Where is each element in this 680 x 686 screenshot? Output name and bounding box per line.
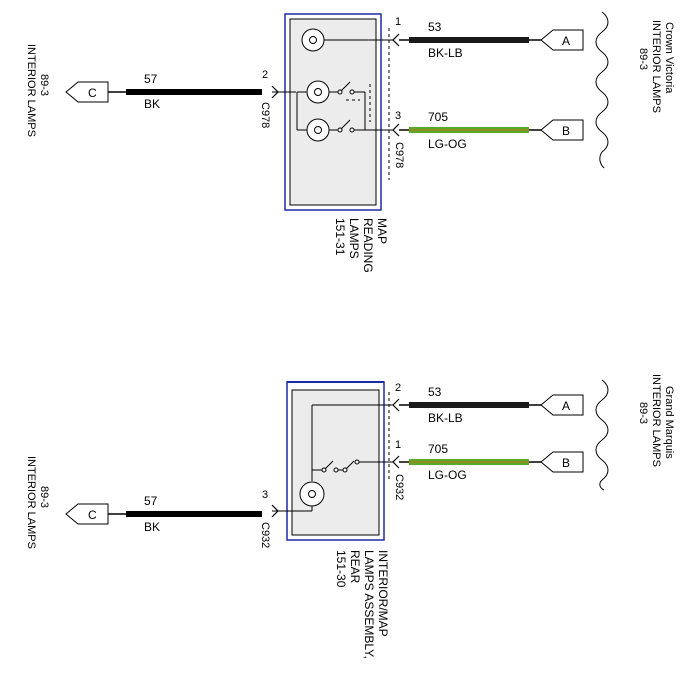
top-end-b: B <box>540 119 584 141</box>
bottom-end-b: B <box>540 451 584 473</box>
top-wire-a-circuit: 53 <box>428 20 442 34</box>
bottom-end-a-label: A <box>562 399 570 413</box>
bottom-wire-a-circuit: 53 <box>428 385 442 399</box>
bottom-end-c: C <box>65 503 109 525</box>
bottom-component-line3: REAR <box>348 550 362 584</box>
top-bulb-3 <box>306 118 330 142</box>
top-component-line2: READING <box>361 218 375 273</box>
bottom-pin-a: 2 <box>395 382 401 394</box>
top-pin-c: 2 <box>262 69 268 81</box>
bottom-right-ref-line3: 89-3 <box>637 402 649 424</box>
top-wire-a <box>409 37 529 43</box>
top-component-line4: 151-31 <box>333 218 347 256</box>
bottom-wire-a-color: BK-LB <box>428 411 463 425</box>
top-component-frame <box>284 13 382 211</box>
top-left-ref-line2: 89-3 <box>38 74 50 96</box>
bottom-wire-a <box>409 402 529 408</box>
top-connector-left: C978 <box>259 102 271 128</box>
bottom-left-ref-line1: INTERIOR LAMPS <box>25 456 37 549</box>
top-component-line3: LAMPS <box>347 218 361 259</box>
bottom-end-a: A <box>540 394 584 416</box>
top-wire-c <box>126 89 262 95</box>
top-end-c: C <box>65 81 109 103</box>
top-connector-right: C978 <box>393 142 405 168</box>
top-end-b-label: B <box>562 124 570 138</box>
top-end-c-label: C <box>88 86 97 100</box>
bottom-wire-c-circuit: 57 <box>144 494 158 508</box>
top-switch-contacts <box>337 89 355 133</box>
top-end-a-label: A <box>562 34 570 48</box>
top-pin-arrows <box>271 33 400 137</box>
bottom-end-c-label: C <box>88 508 97 522</box>
bottom-right-ref-line2: INTERIOR LAMPS <box>650 374 662 467</box>
bottom-connector-left: C932 <box>259 522 271 548</box>
bottom-pin-c: 3 <box>262 489 268 501</box>
top-wire-b-circuit: 705 <box>428 110 448 124</box>
top-component-body <box>289 18 377 206</box>
bottom-end-b-label: B <box>562 456 570 470</box>
top-wire-b-color: LG-OG <box>428 137 467 151</box>
bottom-right-ref-line1: Grand Marquis <box>663 386 675 459</box>
bottom-connector-right: C932 <box>393 474 405 500</box>
top-right-ref-line2: INTERIOR LAMPS <box>650 20 662 113</box>
top-right-ref-line3: 89-3 <box>637 48 649 70</box>
bottom-break-line <box>595 379 609 491</box>
bottom-wire-b-circuit: 705 <box>428 442 448 456</box>
top-left-ref-line1: INTERIOR LAMPS <box>25 44 37 137</box>
top-pin-b: 3 <box>395 110 401 122</box>
bottom-wire-b-color: LG-OG <box>428 468 467 482</box>
top-break-line <box>595 11 609 169</box>
bottom-bulb <box>299 481 325 507</box>
top-pin-a: 1 <box>395 16 401 28</box>
top-wire-a-color: BK-LB <box>428 46 463 60</box>
bottom-component-line2: LAMPS ASSEMBLY, <box>362 550 376 659</box>
top-wire-c-circuit: 57 <box>144 72 158 86</box>
top-right-ref-line1: Crown Victoria <box>663 22 675 94</box>
bottom-component-line4: 151-30 <box>334 550 348 588</box>
bottom-component-line1: INTERIOR/MAP <box>376 550 390 637</box>
bottom-pin-b: 1 <box>395 439 401 451</box>
top-diagram: INTERIOR LAMPS 89-3 Crown Victoria INTER… <box>25 11 675 273</box>
bottom-diagram: INTERIOR LAMPS 89-3 Grand Marquis INTERI… <box>25 374 675 659</box>
top-bulb-1 <box>301 28 325 52</box>
top-component-line1: MAP <box>375 218 389 244</box>
bottom-wire-c <box>126 511 262 517</box>
top-end-a: A <box>540 29 584 51</box>
bottom-component-frame <box>286 381 385 541</box>
bottom-wire-c-color: BK <box>144 520 160 534</box>
top-wire-c-color: BK <box>144 97 160 111</box>
bottom-pin-arrows <box>271 398 400 518</box>
bottom-left-ref-line2: 89-3 <box>38 486 50 508</box>
top-bulb-2 <box>306 80 330 104</box>
bottom-switch-contacts <box>321 459 360 473</box>
